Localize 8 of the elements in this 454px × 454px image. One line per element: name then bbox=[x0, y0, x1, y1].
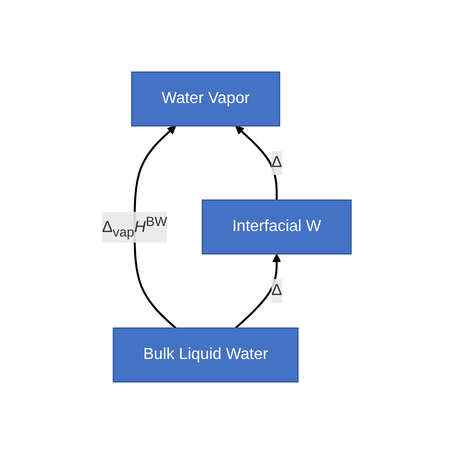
edge-label: Δ$_{vap}$H$^{BW}$ bbox=[102, 214, 168, 240]
arrow bbox=[235, 254, 282, 329]
node-box: Bulk Liquid Water bbox=[113, 328, 299, 382]
node-box: Interfacial W bbox=[202, 200, 352, 254]
node-box: Water Vapor bbox=[132, 72, 281, 126]
edge-label: Δ bbox=[272, 282, 282, 299]
arrow bbox=[236, 126, 278, 200]
edge-label: Δ bbox=[272, 154, 282, 171]
